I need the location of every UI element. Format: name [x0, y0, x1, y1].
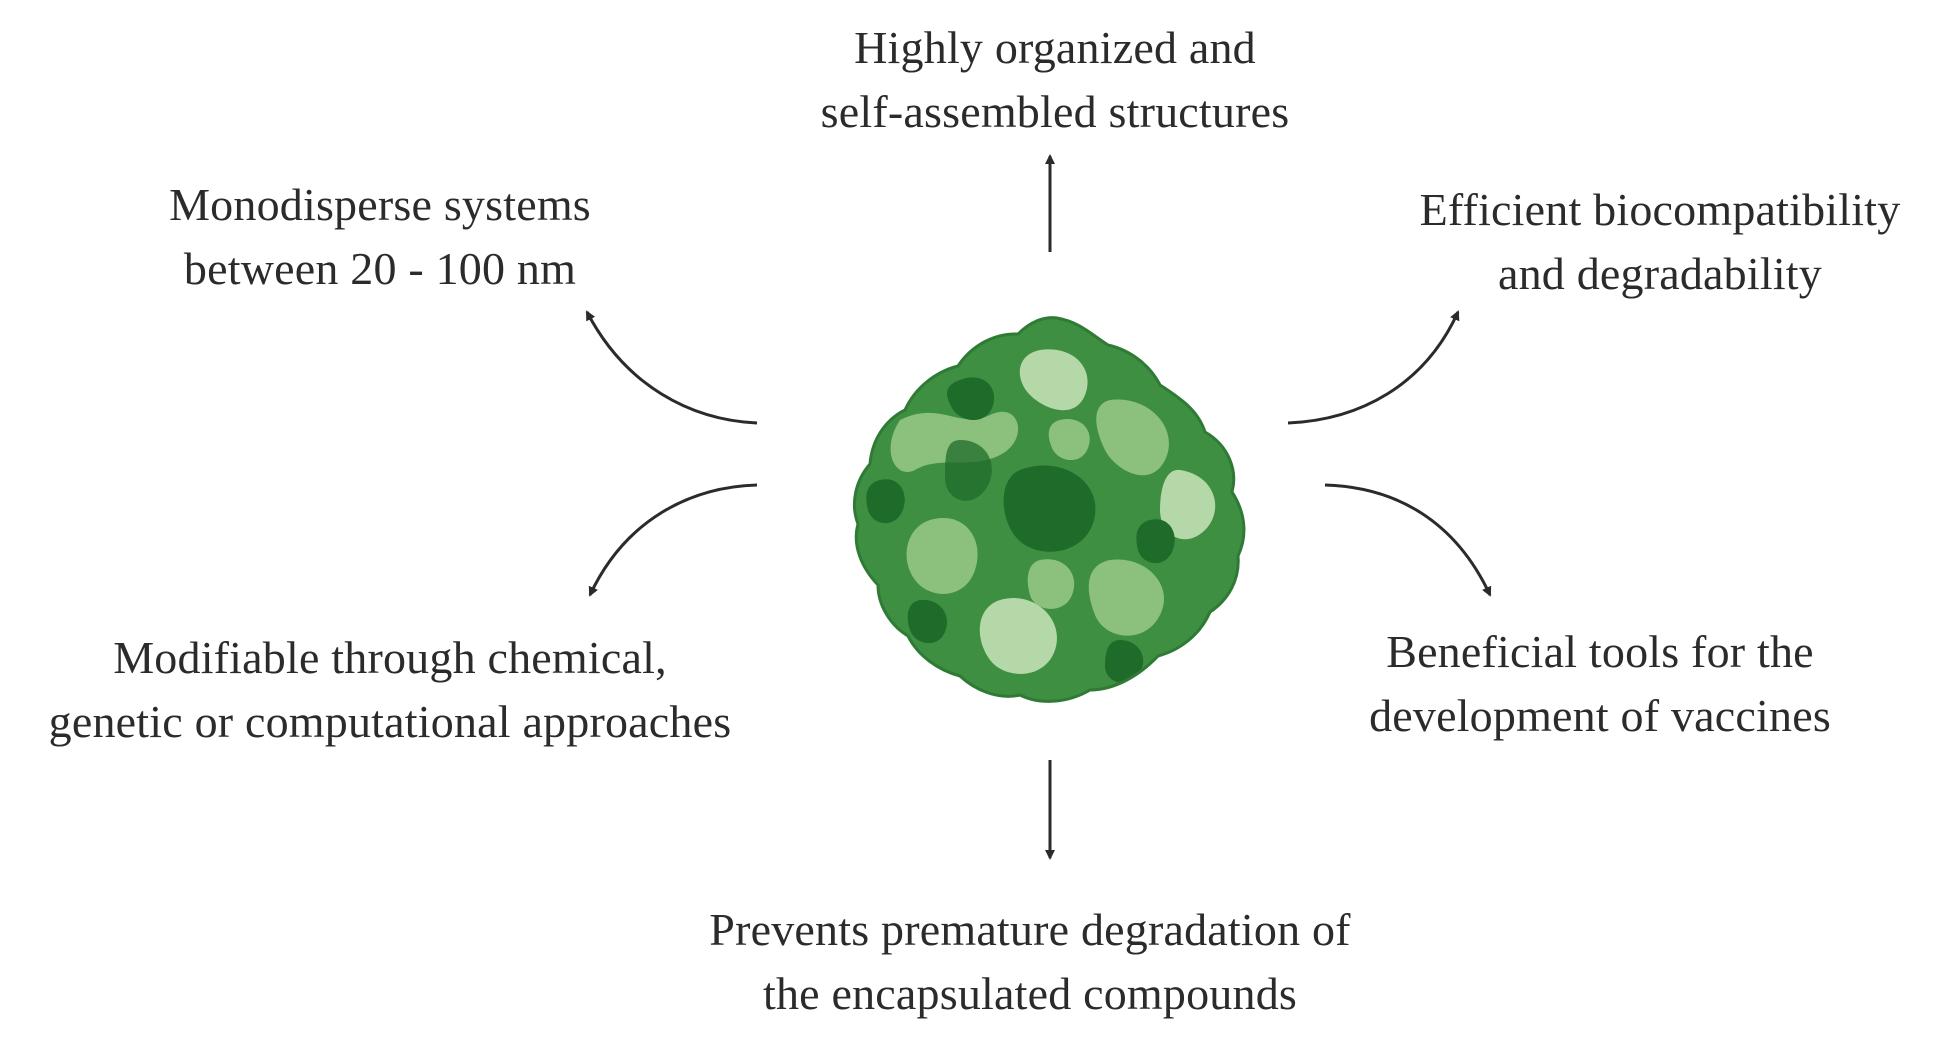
- node-top-line2: self-assembled structures: [820, 86, 1290, 137]
- arrow-to-bottom-right: [1324, 483, 1492, 597]
- node-bottom-left-line1: Modifiable through chemical,: [113, 632, 667, 683]
- node-bottom-label: Prevents premature degradation of the en…: [660, 898, 1400, 1026]
- node-top-left-line2: between 20 - 100 nm: [183, 243, 577, 294]
- node-bottom-line1: Prevents premature degradation of: [709, 904, 1351, 955]
- node-top-right-line2: and degradability: [1497, 248, 1822, 299]
- node-bottom-right-label: Beneficial tools for the development of …: [1320, 620, 1880, 748]
- node-top-left-label: Monodisperse systems between 20 - 100 nm: [110, 173, 650, 301]
- virus-like-particle-icon: [852, 316, 1246, 703]
- node-top-label: Highly organized and self-assembled stru…: [745, 16, 1365, 144]
- arrow-to-top-right: [1287, 310, 1460, 425]
- arrow-to-top-left: [585, 310, 758, 425]
- node-top-right-line1: Efficient biocompatibility: [1419, 184, 1901, 235]
- node-bottom-line2: the encapsulated compounds: [762, 968, 1298, 1019]
- node-bottom-right-line1: Beneficial tools for the: [1386, 626, 1814, 677]
- node-top-right-label: Efficient biocompatibility and degradabi…: [1390, 178, 1930, 306]
- node-bottom-left-label: Modifiable through chemical, genetic or …: [10, 626, 770, 754]
- arrow-to-bottom-left: [588, 483, 758, 597]
- node-top-left-line1: Monodisperse systems: [169, 179, 591, 230]
- node-bottom-left-line2: genetic or computational approaches: [48, 696, 732, 747]
- node-top-line1: Highly organized and: [854, 22, 1256, 73]
- node-bottom-right-line2: development of vaccines: [1369, 690, 1831, 741]
